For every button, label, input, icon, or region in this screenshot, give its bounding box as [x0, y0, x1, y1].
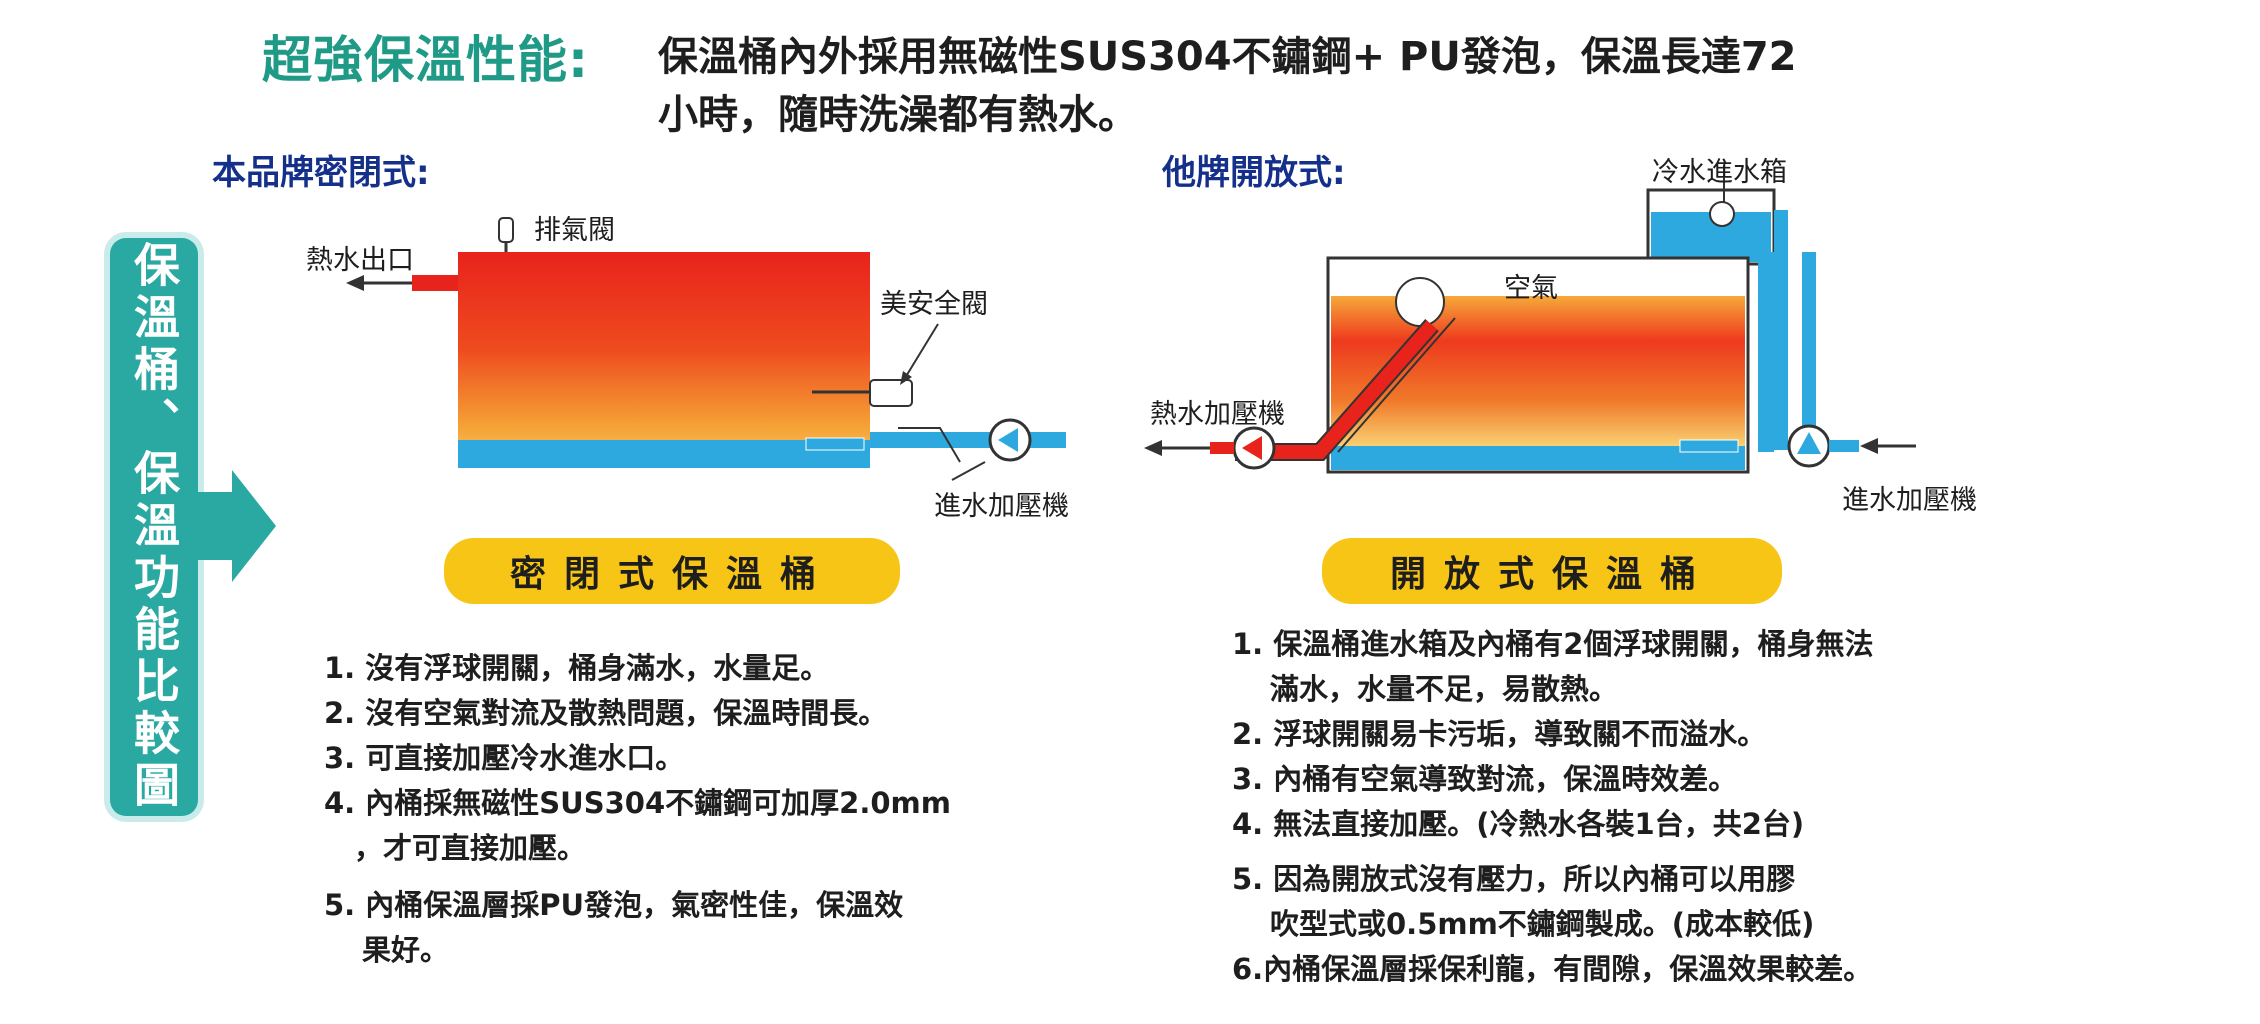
header-title: 超強保溫性能:: [262, 31, 589, 89]
label-closed-inlet-pump: 進水加壓機: [934, 491, 1069, 522]
closed-item: 2. 沒有空氣對流及散熱問題，保溫時間長。: [324, 696, 888, 730]
open-item: 2. 浮球開關易卡污垢，導致關不而溢水。: [1232, 717, 1767, 751]
side-arrow: [198, 470, 276, 582]
closed-item: 5. 內桶保溫層採PU發泡，氣密性佳，保溫效: [324, 888, 904, 922]
side-label: 保溫桶、保溫功能比較圖: [127, 241, 181, 813]
open-tank-cold-water: [1331, 446, 1745, 470]
open-feature-list: 1. 保溫桶進水箱及內桶有2個浮球開關，桶身無法 滿水，水量不足，易散熱。 2.…: [1232, 622, 1873, 992]
open-inlet-arrow-icon: [1860, 438, 1878, 454]
cold-tank-float-icon: [1709, 201, 1735, 227]
open-tank-diagram: [1144, 165, 1916, 474]
label-exhaust-valve: 排氣閥: [534, 215, 615, 246]
closed-tank-diagram: [346, 217, 1066, 481]
header-line-1: 保溫桶內外採用無磁性SUS304不鏽鋼+ PU發泡，保溫長達72: [658, 34, 1797, 80]
safety-valve-icon: [869, 379, 913, 407]
closed-pill: 密閉式保溫桶: [444, 538, 900, 604]
open-hot-outlet-arrow-icon: [1144, 440, 1162, 456]
open-item: 吹型式或0.5mm不鏽鋼製成。(成本較低): [1270, 907, 1815, 941]
open-item: 滿水，水量不足，易散熱。: [1270, 672, 1619, 706]
open-item: 4. 無法直接加壓。(冷熱水各裝1台，共2台): [1232, 807, 1805, 841]
label-open-inlet-pump: 進水加壓機: [1842, 485, 1977, 516]
label-hot-water-outlet: 熱水出口: [306, 245, 414, 276]
closed-feature-list: 1. 沒有浮球開關，桶身滿水，水量足。 2. 沒有空氣對流及散熱問題，保溫時間長…: [324, 646, 951, 973]
header-line-2: 小時，隨時洗澡都有熱水。: [658, 92, 1138, 138]
open-item: 3. 內桶有空氣導致對流，保溫時效差。: [1232, 762, 1738, 796]
label-safety-valve: 美安全閥: [880, 289, 988, 320]
closed-item: 1. 沒有浮球開關，桶身滿水，水量足。: [324, 651, 830, 685]
closed-inlet-pipe: [870, 432, 1066, 448]
open-pill: 開放式保溫桶: [1322, 538, 1782, 604]
label-air: 空氣: [1504, 273, 1558, 304]
open-item: 5. 因為開放式沒有壓力，所以內桶可以用膠: [1232, 862, 1796, 896]
closed-hot-outlet-pipe: [412, 275, 458, 291]
closed-item: 3. 可直接加壓冷水進水口。: [324, 741, 685, 775]
label-cold-tank: 冷水進水箱: [1652, 157, 1787, 188]
hot-outlet-arrow-icon: [346, 275, 364, 291]
label-hot-pump: 熱水加壓機: [1150, 399, 1285, 430]
open-tank-float-icon: [1395, 277, 1445, 327]
side-label-box: 保溫桶、保溫功能比較圖: [110, 238, 198, 816]
closed-tank-hot-water: [458, 252, 870, 468]
exhaust-valve-icon: [498, 217, 514, 243]
open-heading: 他牌開放式:: [1162, 153, 1346, 193]
closed-item: ，才可直接加壓。: [354, 831, 587, 865]
open-item: 6.內桶保溫層採保利龍，有間隙，保溫效果較差。: [1232, 952, 1873, 986]
closed-item: 果好。: [362, 933, 450, 967]
closed-heading: 本品牌密閉式:: [212, 153, 430, 193]
closed-item: 4. 內桶採無磁性SUS304不鏽鋼可加厚2.0mm: [324, 786, 951, 820]
closed-tank-cold-water: [458, 440, 870, 468]
open-item: 1. 保溫桶進水箱及內桶有2個浮球開關，桶身無法: [1232, 627, 1874, 661]
